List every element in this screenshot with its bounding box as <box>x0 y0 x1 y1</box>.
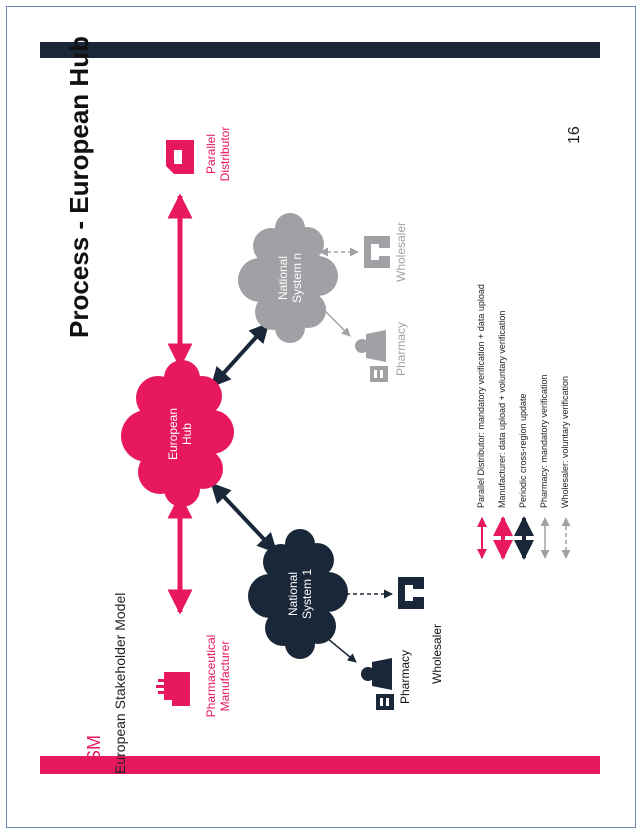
pharmacy-n-icon <box>355 330 388 382</box>
brand-logo: ESM <box>84 734 104 774</box>
top-bar <box>40 756 600 774</box>
legend-text-manufacturer: Manufacturer: data upload + voluntary ve… <box>497 310 507 508</box>
page-number: 16 <box>566 126 583 144</box>
slide-title: Process - European Hub <box>64 36 94 338</box>
national-system-n-label: National System n <box>276 244 304 312</box>
national-system-n-label-line-1: National <box>276 255 290 301</box>
european-hub-cloud <box>121 360 234 507</box>
factory-icon <box>156 672 190 706</box>
wholesaler-label: Wholesaler <box>430 623 444 684</box>
national-system-1-cloud <box>248 529 348 659</box>
brand-subtitle: European Stakeholder Model <box>112 592 128 774</box>
distributor-label-line-1: Parallel <box>204 133 218 175</box>
european-hub-label: European Hub <box>166 400 194 468</box>
national-system-1-label-line-2: System 1 <box>300 569 314 620</box>
hub-nationaln-arrow <box>210 322 270 388</box>
national-system-n-cloud <box>238 213 338 343</box>
pharmacy-label: Pharmacy <box>398 649 412 704</box>
manufacturer-label: Pharmaceutical Manufacturer <box>204 630 232 722</box>
european-hub-label-line-2: Hub <box>180 423 194 446</box>
bottom-bar <box>40 42 600 58</box>
hub-national1-arrow <box>210 482 278 554</box>
distributor-label-line-2: Distributor <box>218 126 232 182</box>
page-frame <box>6 6 636 828</box>
legend-text-wholesaler: Wholesaler: voluntary verification <box>560 375 570 508</box>
distributor-icon <box>166 140 194 174</box>
manufacturer-label-line-1: Pharmaceutical <box>204 634 218 718</box>
national-system-n-label-line-2: System n <box>290 253 304 304</box>
manufacturer-label-line-2: Manufacturer <box>218 640 232 712</box>
national-system-1-label-line-1: National <box>286 571 300 617</box>
wholesaler-n-label: Wholesaler <box>394 221 408 282</box>
european-hub-label-line-1: European <box>166 407 180 461</box>
pharmacy-icon <box>361 658 394 710</box>
legend-text-distributor: Parallel Distributor: mandatory verifica… <box>476 284 486 508</box>
legend-text-periodic: Periodic cross-region update <box>518 393 528 508</box>
wholesaler-n-icon <box>364 236 390 268</box>
pharmacy-n-label: Pharmacy <box>394 321 408 376</box>
wholesaler-icon <box>398 577 424 609</box>
distributor-label: Parallel Distributor <box>204 114 232 194</box>
legend-text-pharmacy: Pharmacy: mandatory verification <box>539 374 549 508</box>
national-system-1-label: National System 1 <box>286 560 314 628</box>
